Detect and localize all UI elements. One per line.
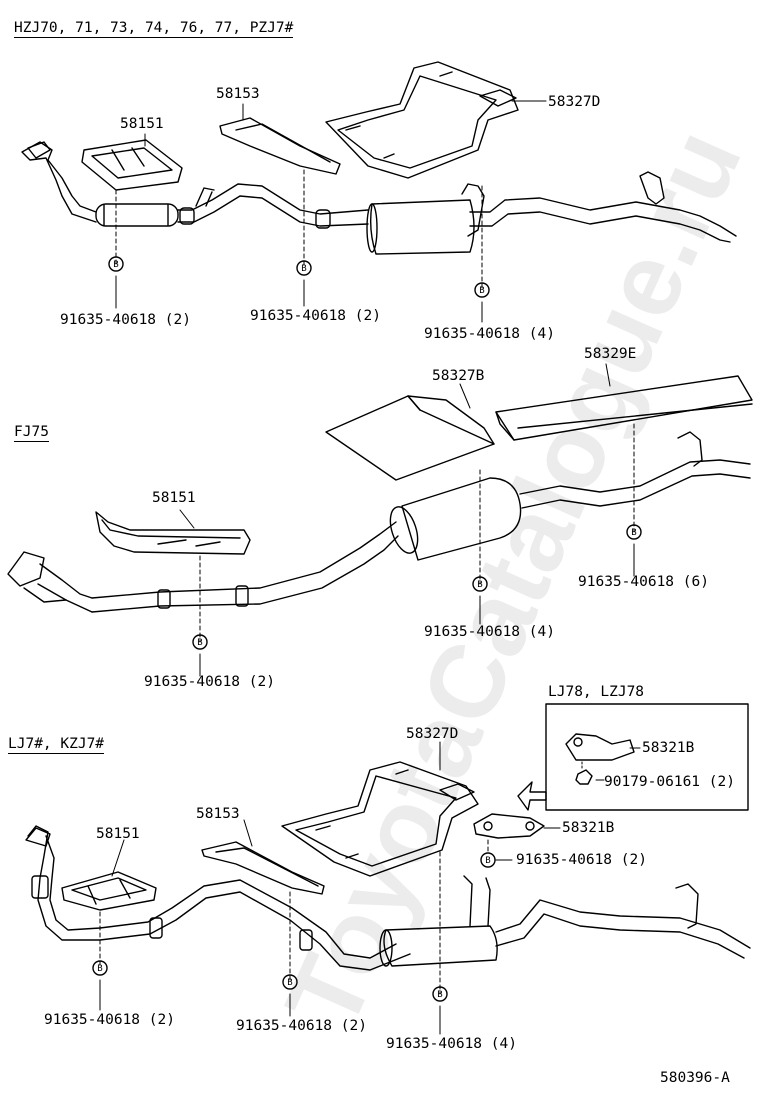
group1-insulator-58151 [81,139,183,191]
group3-header: LJ7#, KZJ7# [8,736,105,754]
bolt-symbol-g2-c: B [197,638,202,648]
inset-bracket-58321B [565,733,635,761]
g3-label-58151: 58151 [96,826,140,842]
g2-bolt-label-a: 91635-40618 (6) [578,574,709,590]
group1-drawing [21,61,737,323]
g1-label-58151: 58151 [120,116,164,132]
group1-main-muffler [369,199,475,255]
bolt-symbol-g3-bracket: B [485,856,490,866]
g3-label-58327D: 58327D [406,726,459,742]
group2-drawing [7,363,753,677]
group2-insulator-58151 [95,511,251,555]
group3-insulator-58151 [61,871,157,911]
group3-front-pipe [27,825,411,971]
bolt-symbol-g1-c: B [479,286,484,296]
inset-box [545,703,749,811]
g2-label-58329E: 58329E [584,346,637,362]
group1-insulator-58153 [219,117,341,175]
g2-label-58151: 58151 [152,490,196,506]
group1-resonator [95,203,179,227]
group3-muffler [383,925,498,967]
group1-header: HZJ70, 71, 73, 74, 76, 77, PZJ7# [14,20,294,38]
g2-label-58327B: 58327B [432,368,485,384]
g3-label-58321B: 58321B [562,820,615,836]
inset-header: LJ78, LZJ78 [548,684,645,700]
bolt-symbol-g3-c: B [437,990,442,1000]
g2-bolt-label-c: 91635-40618 (2) [144,674,275,690]
bolt-symbol-g3-b: B [287,978,292,988]
g1-bolt-label-b: 91635-40618 (2) [250,308,381,324]
group3-install-arrow [517,781,547,811]
bolt-symbol-letters: B B B B B B B B B B [97,260,636,1000]
group3-insulator-58327D [281,761,479,877]
group2-header: FJ75 [14,424,49,442]
group2-insulator-58329E [495,375,753,441]
g2-bolt-label-b: 91635-40618 (4) [424,624,555,640]
bolt-symbol-g2-b: B [477,580,482,590]
group3-drawing [25,703,751,1035]
g3-label-58153: 58153 [196,806,240,822]
bolt-symbol-g1-b: B [301,264,306,274]
g1-label-58153: 58153 [216,86,260,102]
bolt-symbol-g3-a: B [97,964,102,974]
group3-bracket-58321B [473,813,545,839]
g3-bolt-label-a: 91635-40618 (2) [44,1012,175,1028]
g1-bolt-label-a: 91635-40618 (2) [60,312,191,328]
g3-bolt-label-c: 91635-40618 (4) [386,1036,517,1052]
g3-bolt-label-b: 91635-40618 (2) [236,1018,367,1034]
g1-bolt-label-c: 91635-40618 (4) [424,326,555,342]
inset-nut [575,769,593,785]
inset-label-58321B: 58321B [642,740,695,756]
group1-insulator-58327D [325,61,519,179]
bolt-symbol-g2-a: B [631,528,636,538]
group2-insulator-58327B [325,395,495,481]
g1-label-58327D: 58327D [548,94,601,110]
group2-muffler [401,477,522,561]
bolt-symbol-g1-a: B [113,260,118,270]
group2-manifold [7,551,45,587]
figure-code: 580396-A [660,1070,730,1086]
group3-insulator-58153 [201,841,325,895]
inset-label-nut: 90179-06161 (2) [604,774,735,790]
g3-bolt-label-bracket: 91635-40618 (2) [516,852,647,868]
